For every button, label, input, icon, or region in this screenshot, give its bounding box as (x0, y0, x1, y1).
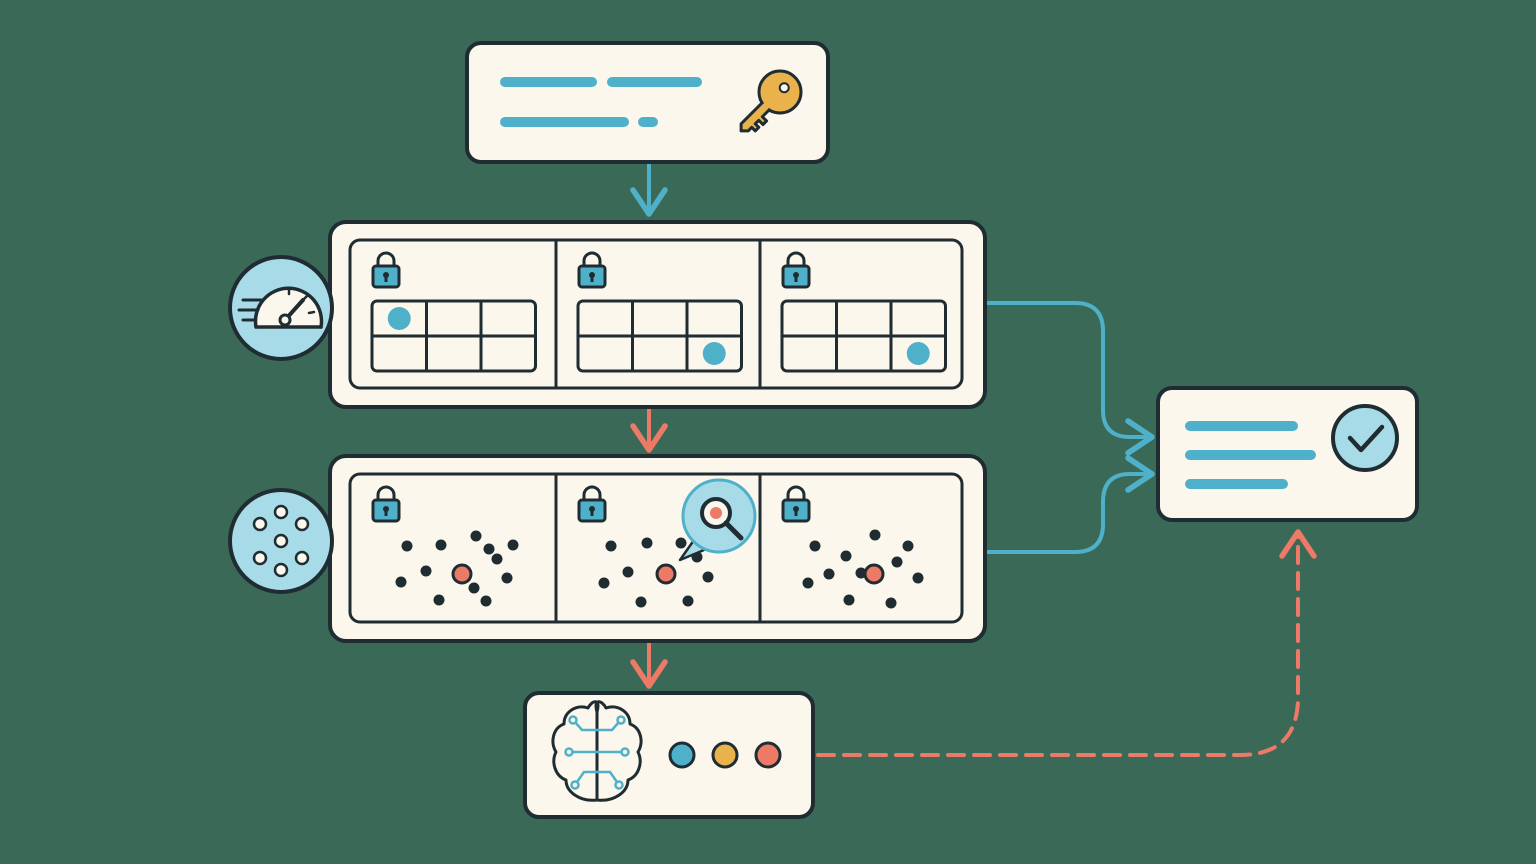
outlier-point (863, 563, 885, 585)
data-point (401, 540, 413, 552)
checkmark-icon (1331, 404, 1399, 472)
text-placeholder-lines (500, 77, 702, 127)
data-point (507, 539, 519, 551)
connectors (630, 163, 1317, 757)
encrypted-table-panel (370, 251, 537, 373)
data-point (433, 594, 445, 606)
brain-card (523, 691, 815, 819)
padlock-icon (577, 485, 607, 523)
data-grid (780, 299, 947, 373)
encrypted-scatter-panel (781, 485, 924, 609)
highlighted-cell-marker (387, 307, 411, 330)
arrow-scatter-to-result (986, 455, 1155, 554)
brain-circuit-icon (551, 700, 643, 802)
data-point (885, 597, 897, 609)
data-point (395, 576, 407, 588)
text-placeholder-lines (1185, 421, 1316, 489)
speedometer-icon (237, 286, 324, 329)
magnifier-icon (700, 497, 744, 541)
data-point (869, 529, 881, 541)
encrypted-table-panel (576, 251, 743, 373)
arrow-table-to-result (986, 301, 1155, 456)
data-point (912, 572, 924, 584)
data-point (802, 577, 814, 589)
output-dot-yellow (711, 741, 739, 769)
key-icon (739, 69, 803, 133)
data-point (840, 550, 852, 562)
padlock-icon (781, 251, 811, 289)
result-card (1156, 386, 1419, 522)
data-point (843, 594, 855, 606)
data-point (809, 540, 821, 552)
output-dot-red (754, 741, 782, 769)
data-grid (576, 299, 743, 373)
data-point (470, 530, 482, 542)
data-point (605, 540, 617, 552)
padlock-icon (371, 485, 401, 523)
data-point (420, 565, 432, 577)
data-point (823, 568, 835, 580)
data-point (622, 566, 634, 578)
data-point (641, 537, 653, 549)
padlock-icon (371, 251, 401, 289)
padlock-icon (781, 485, 811, 523)
speedometer-badge (228, 255, 334, 361)
encrypted-scatter-panel (577, 485, 723, 608)
encrypted-scatter-panel (371, 485, 519, 607)
data-point (702, 571, 714, 583)
dot-cluster-badge (228, 488, 334, 594)
data-point (902, 540, 914, 552)
data-point (598, 577, 610, 589)
arrow-brain-to-result-dashed (816, 529, 1317, 757)
output-dot-blue (668, 741, 696, 769)
highlighted-cell-marker (702, 342, 726, 365)
data-point (675, 537, 687, 549)
data-point (891, 556, 903, 568)
encrypted-table-row (328, 220, 987, 409)
data-point (435, 539, 447, 551)
data-point (635, 596, 647, 608)
data-point (682, 595, 694, 607)
encrypted-table-panel (780, 251, 947, 373)
padlock-icon (577, 251, 607, 289)
outlier-point (451, 563, 473, 585)
outlier-point (655, 563, 677, 585)
data-point (468, 582, 480, 594)
dot-cluster-icon (252, 504, 310, 578)
data-point (480, 595, 492, 607)
magnifier-bubble (678, 478, 757, 562)
highlighted-cell-marker (906, 342, 930, 365)
encrypted-scatter-row (328, 454, 987, 643)
data-point (491, 553, 503, 565)
data-grid (370, 299, 537, 373)
data-point (501, 572, 513, 584)
key-card (465, 41, 830, 164)
data-point (483, 543, 495, 555)
